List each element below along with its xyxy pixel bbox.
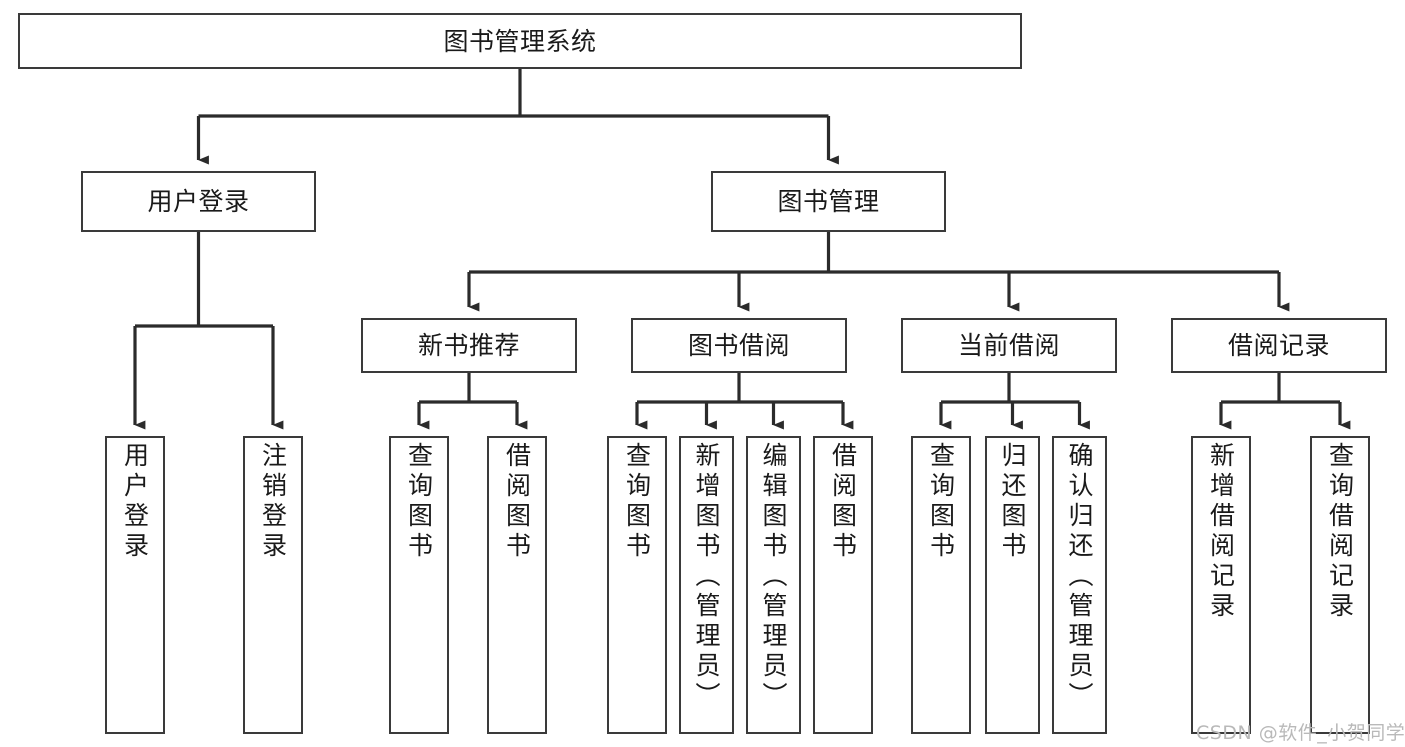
- node-label: 新增图书（管理员）: [692, 442, 721, 712]
- node-leaf-query-borrow-record[interactable]: 查询借阅记录: [1310, 436, 1370, 734]
- node-label: 用户登录: [120, 442, 150, 562]
- node-leaf-return-book[interactable]: 归还图书: [985, 436, 1040, 734]
- node-book-borrow[interactable]: 图书借阅: [631, 318, 847, 373]
- node-leaf-query-book-recommend[interactable]: 查询图书: [389, 436, 449, 734]
- node-label: 确认归还（管理员）: [1065, 442, 1094, 712]
- node-label: 归还图书: [998, 442, 1027, 562]
- node-label: 当前借阅: [957, 331, 1060, 360]
- node-leaf-user-logout[interactable]: 注销登录: [243, 436, 303, 734]
- node-label: 查询图书: [622, 442, 652, 562]
- node-label: 借阅记录: [1227, 331, 1330, 360]
- node-user-login[interactable]: 用户登录: [81, 171, 316, 232]
- node-leaf-query-book-current[interactable]: 查询图书: [911, 436, 971, 734]
- csdn-watermark: CSDN @软件_小贺同学: [1196, 722, 1405, 744]
- node-label: 图书借阅: [687, 331, 790, 360]
- node-label: 图书管理: [777, 187, 880, 216]
- node-leaf-confirm-return[interactable]: 确认归还（管理员）: [1052, 436, 1107, 734]
- node-label: 编辑图书（管理员）: [759, 442, 788, 712]
- node-leaf-add-book[interactable]: 新增图书（管理员）: [679, 436, 734, 734]
- node-label: 新增借阅记录: [1206, 442, 1236, 622]
- node-current-borrow[interactable]: 当前借阅: [901, 318, 1117, 373]
- node-label: 查询图书: [404, 442, 434, 562]
- node-label: 用户登录: [147, 187, 250, 216]
- node-leaf-edit-book[interactable]: 编辑图书（管理员）: [746, 436, 801, 734]
- node-root-system[interactable]: 图书管理系统: [18, 13, 1022, 69]
- node-leaf-borrow-book[interactable]: 借阅图书: [813, 436, 873, 734]
- node-leaf-borrow-book-recommend[interactable]: 借阅图书: [487, 436, 547, 734]
- node-leaf-add-borrow-record[interactable]: 新增借阅记录: [1191, 436, 1251, 734]
- node-leaf-user-login[interactable]: 用户登录: [105, 436, 165, 734]
- node-label: 注销登录: [258, 442, 288, 562]
- node-new-book-recommend[interactable]: 新书推荐: [361, 318, 577, 373]
- node-label: 查询借阅记录: [1325, 442, 1355, 622]
- node-leaf-query-book-borrow[interactable]: 查询图书: [607, 436, 667, 734]
- node-label: 借阅图书: [828, 442, 858, 562]
- node-borrow-record[interactable]: 借阅记录: [1171, 318, 1387, 373]
- node-book-manage[interactable]: 图书管理: [711, 171, 946, 232]
- node-label: 新书推荐: [417, 331, 520, 360]
- node-label: 借阅图书: [502, 442, 532, 562]
- node-label: 图书管理系统: [443, 26, 597, 56]
- node-label: 查询图书: [926, 442, 956, 562]
